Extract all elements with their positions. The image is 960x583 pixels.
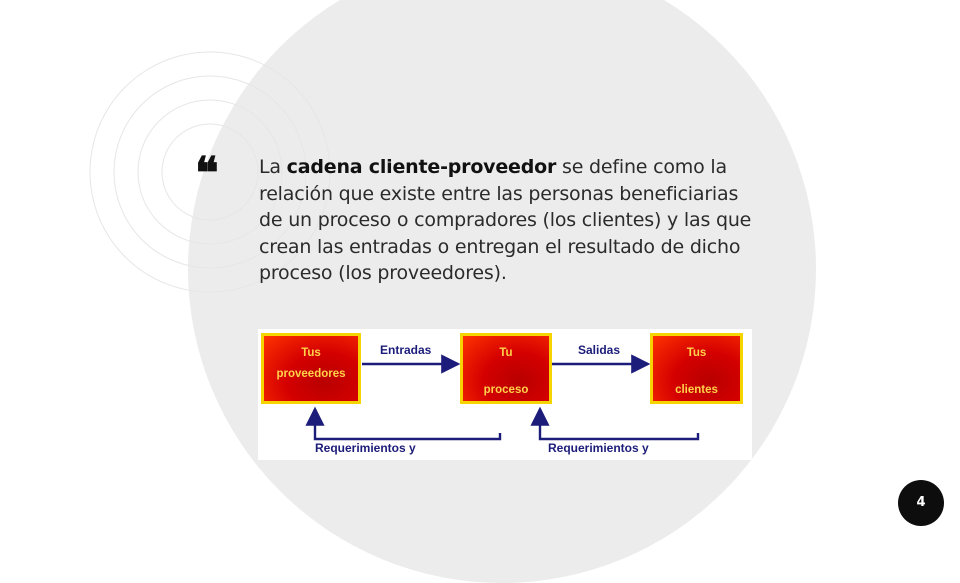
box-proveedores-line2: proveedores — [276, 368, 346, 380]
quote-text: La cadena cliente-proveedor se define co… — [259, 154, 759, 287]
box-proveedores-line1: Tus — [301, 347, 321, 359]
supply-chain-diagram: Tus proveedores Tu proceso Tus clientes … — [258, 329, 752, 460]
label-entradas: Entradas — [380, 343, 432, 357]
quote-text-bold: cadena cliente-proveedor — [286, 156, 557, 178]
label-salidas: Salidas — [578, 343, 621, 357]
box-proceso-line1: Tu — [499, 347, 513, 359]
feedback-arrow-2 — [530, 406, 700, 441]
quote-text-intro: La — [259, 156, 287, 178]
background-circle — [188, 0, 816, 583]
feedback-arrow-1 — [305, 406, 502, 441]
box-proceso-line2: proceso — [483, 384, 529, 396]
label-requerimientos-2: Requerimientos y — [548, 441, 649, 455]
quote-mark-icon: ❝ — [195, 148, 219, 199]
box-clientes: Tus clientes — [650, 333, 743, 404]
label-requerimientos-1: Requerimientos y — [315, 441, 416, 455]
ripple-circles-decoration — [89, 51, 331, 293]
box-clientes-line2: clientes — [675, 384, 718, 396]
quote-text-rest: se define como la relación que existe en… — [259, 156, 752, 284]
box-proveedores: Tus proveedores — [261, 333, 361, 404]
page-number-badge: 4 — [898, 480, 944, 526]
box-clientes-line1: Tus — [686, 347, 707, 359]
diagram-arrows — [305, 354, 700, 441]
box-proceso: Tu proceso — [460, 333, 552, 404]
